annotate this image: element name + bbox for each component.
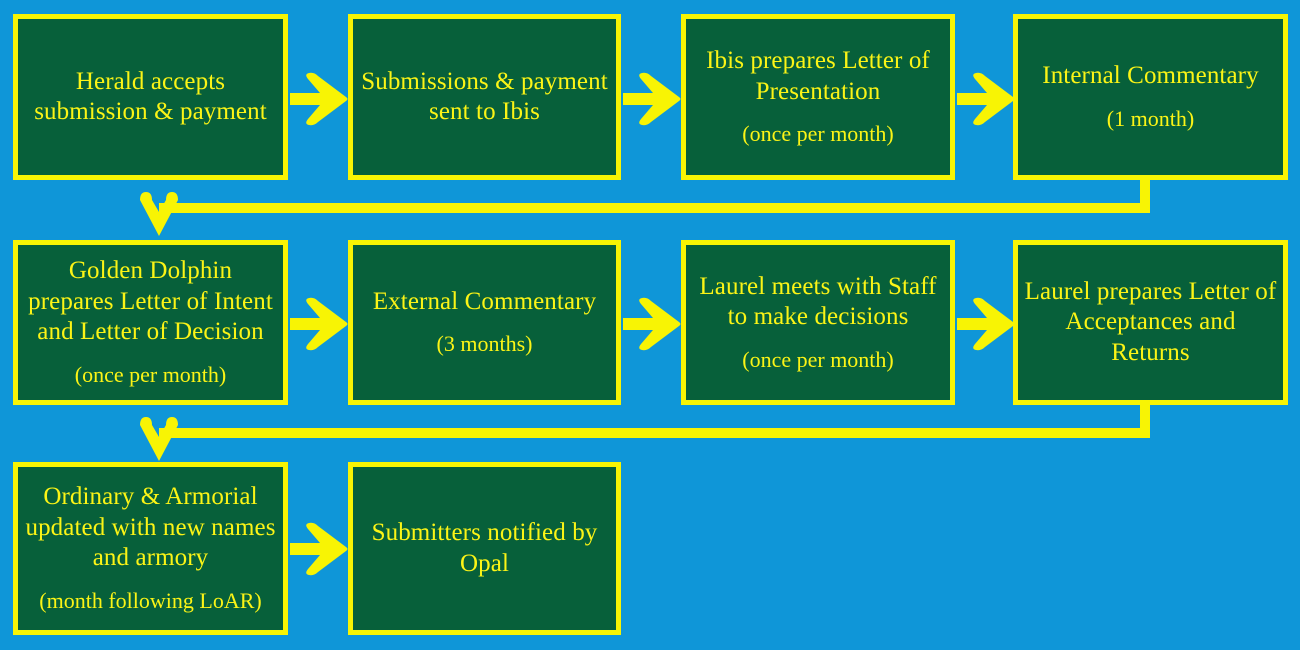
connector-n4-to-n5 xyxy=(130,178,1170,240)
flow-node-submissions-sent-to-ibis[interactable]: Submissions & payment sent to Ibis xyxy=(348,14,621,180)
flow-node-sub-text: (1 month) xyxy=(1106,105,1195,131)
flow-node-main-text: Submitters notified by Opal xyxy=(371,519,598,577)
flow-node-internal-commentary[interactable]: Internal Commentary (1 month) xyxy=(1013,14,1288,180)
flow-node-sub-text: (3 months) xyxy=(436,331,533,357)
arrow-n9-to-n10 xyxy=(290,521,350,577)
flow-node-sub-text: (month following LoAR) xyxy=(39,587,262,613)
flow-node-main-text: Submissions & payment sent to Ibis xyxy=(361,67,608,126)
flow-node-main-text: External Commentary xyxy=(372,287,597,315)
flow-node-submitters-notified-by-opal[interactable]: Submitters notified by Opal xyxy=(348,462,621,635)
flow-node-ibis-letter-of-presentation[interactable]: Ibis prepares Letter of Presentation (on… xyxy=(681,14,955,180)
connector-n8-to-n9 xyxy=(130,403,1170,465)
arrow-n1-to-n2 xyxy=(290,71,350,127)
flow-node-main-text: Ordinary & Armorial updated with new nam… xyxy=(25,483,276,572)
flow-node-main-text: Laurel prepares Letter of Acceptances an… xyxy=(1024,277,1277,366)
arrow-n7-to-n8 xyxy=(957,296,1017,352)
flow-node-sub-text: (once per month) xyxy=(742,346,894,372)
flow-node-laurel-letter-acceptances-returns[interactable]: Laurel prepares Letter of Acceptances an… xyxy=(1013,240,1288,405)
flow-node-main-text: Laurel meets with Staff to make decision… xyxy=(699,272,937,331)
flow-node-main-text: Ibis prepares Letter of Presentation xyxy=(706,47,930,105)
arrow-n2-to-n3 xyxy=(623,71,683,127)
flow-node-laurel-meets-staff[interactable]: Laurel meets with Staff to make decision… xyxy=(681,240,955,405)
flow-node-sub-text: (once per month) xyxy=(742,121,894,147)
flow-node-main-text: Herald accepts submission & payment xyxy=(34,67,267,126)
flow-node-herald-accepts[interactable]: Herald accepts submission & payment xyxy=(13,14,288,180)
flow-node-sub-text: (once per month) xyxy=(74,361,227,387)
flow-node-ordinary-armorial-updated[interactable]: Ordinary & Armorial updated with new nam… xyxy=(13,462,288,635)
flow-node-golden-dolphin-letters[interactable]: Golden Dolphin prepares Letter of Intent… xyxy=(13,240,288,405)
arrow-n5-to-n6 xyxy=(290,296,350,352)
flow-node-main-text: Golden Dolphin prepares Letter of Intent… xyxy=(28,257,273,346)
flow-node-main-text: Internal Commentary xyxy=(1042,62,1259,90)
arrow-n6-to-n7 xyxy=(623,296,683,352)
flow-node-external-commentary[interactable]: External Commentary (3 months) xyxy=(348,240,621,405)
arrow-n3-to-n4 xyxy=(957,71,1017,127)
